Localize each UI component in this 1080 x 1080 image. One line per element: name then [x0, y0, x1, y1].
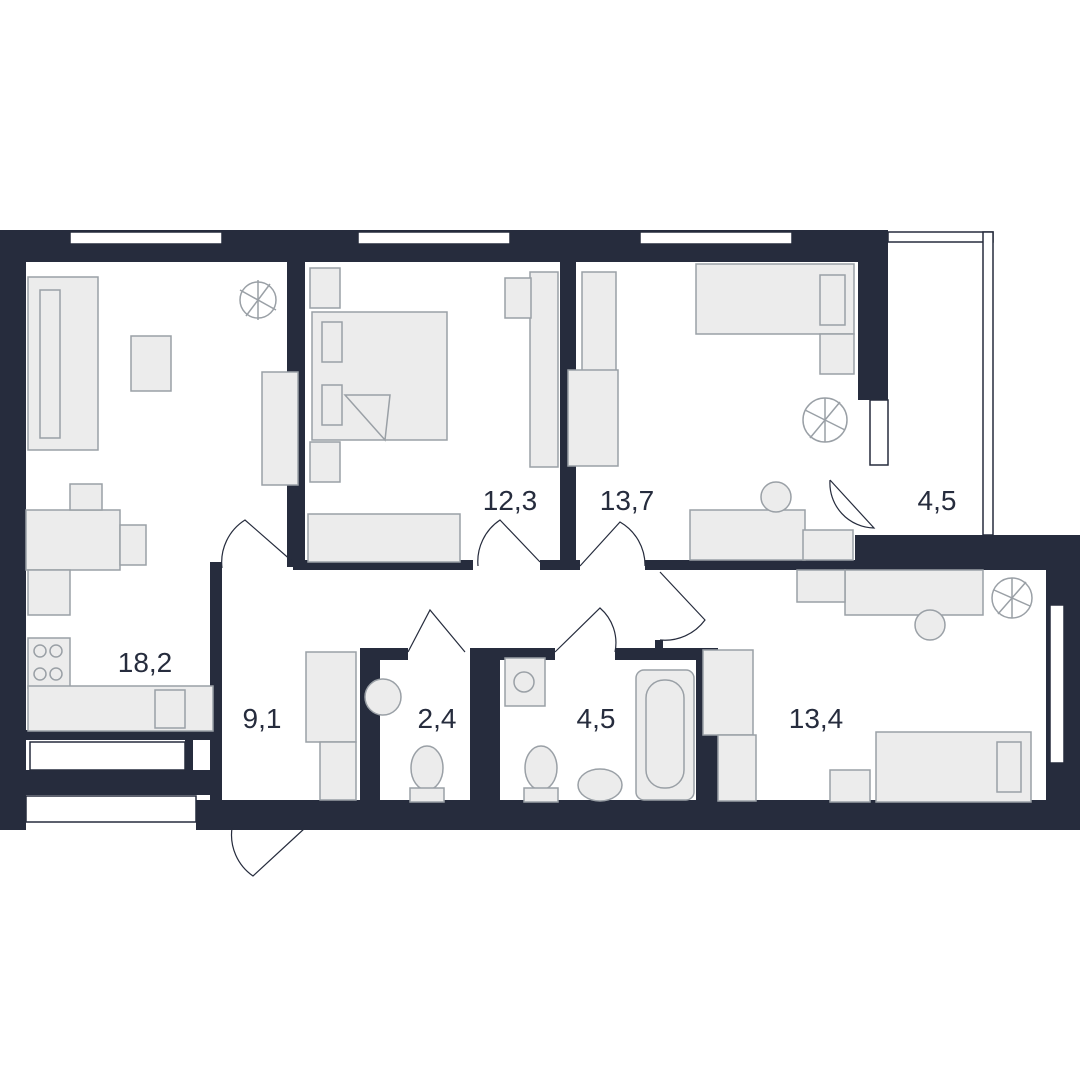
dining-table: [25, 509, 121, 571]
area-label-bedroom-3: 13,4: [789, 703, 844, 734]
area-label-living-kitchen: 18,2: [118, 647, 173, 678]
nightstand: [819, 333, 855, 375]
wardrobe: [307, 513, 461, 563]
nightstand: [829, 769, 871, 803]
area-label-hallway: 9,1: [243, 703, 282, 734]
plant-icon: [802, 397, 848, 443]
sofa: [27, 276, 99, 451]
windows: [25, 231, 1065, 823]
living-room-furniture: [25, 276, 299, 732]
area-label-bathroom: 4,5: [577, 703, 616, 734]
washbasin: [577, 768, 623, 802]
chair: [504, 277, 532, 319]
area-label-bedroom-1: 12,3: [483, 485, 538, 516]
tv-stand: [261, 371, 299, 486]
wardrobe: [567, 369, 619, 467]
chair: [760, 481, 792, 513]
area-label-balcony: 4,5: [918, 485, 957, 516]
shoe-rack: [319, 741, 357, 801]
stove: [27, 637, 71, 689]
area-label-wc: 2,4: [418, 703, 457, 734]
bedroom-1-furniture: [307, 267, 559, 563]
washbasin: [364, 678, 402, 716]
nightstand: [309, 267, 341, 309]
desk: [529, 271, 559, 468]
coffee-table: [130, 335, 172, 392]
hallway-furniture: [305, 651, 357, 801]
sink: [154, 689, 186, 729]
washing-machine: [504, 657, 546, 707]
doors: [221, 479, 876, 877]
wardrobe: [702, 649, 754, 736]
fridge: [27, 569, 71, 616]
desk: [844, 569, 984, 616]
shelf: [581, 271, 617, 373]
toilet: [524, 745, 558, 791]
area-label-bedroom-2: 13,7: [600, 485, 655, 516]
room-labels: 18,2 12,3 13,7 4,5 9,1 2,4 4,5 13,4: [118, 485, 957, 734]
bathtub: [635, 669, 695, 801]
bedroom-2-furniture: [567, 263, 855, 561]
wc-furniture: [364, 678, 445, 803]
plant-icon: [239, 280, 277, 320]
toilet: [410, 745, 444, 791]
chair: [914, 609, 946, 641]
desk: [689, 509, 806, 561]
bedroom-3-furniture: [702, 569, 1033, 803]
wardrobe: [305, 651, 357, 743]
plant-icon: [991, 577, 1033, 619]
bathroom-furniture: [504, 657, 695, 803]
